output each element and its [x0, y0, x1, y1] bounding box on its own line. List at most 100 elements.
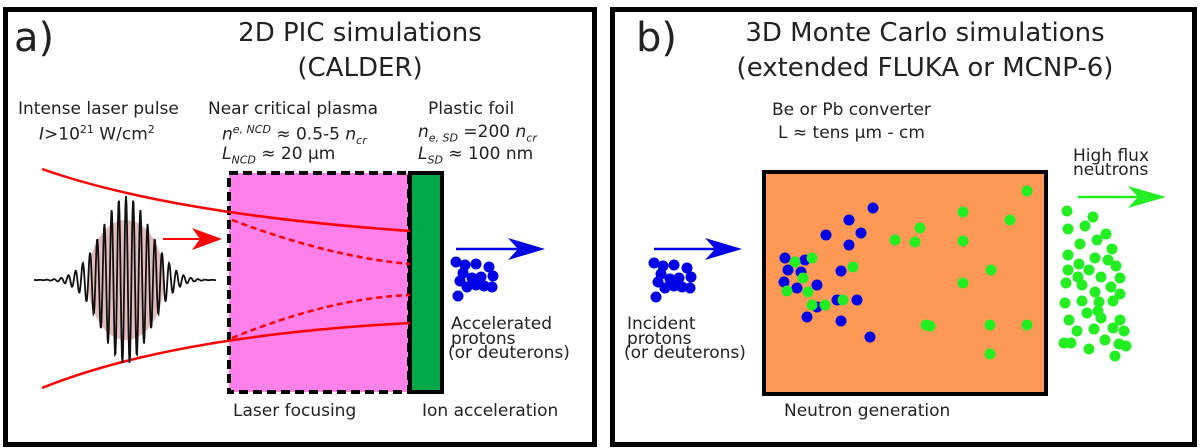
plasma-length-sub: NCD [231, 153, 256, 167]
intensity-unit-exp: 2 [147, 123, 155, 136]
accelerated-proton [450, 256, 462, 268]
converter-proton [801, 311, 813, 323]
laser-direction-arrow [163, 228, 222, 250]
foil-density-unit: n [515, 122, 527, 142]
panel-b-letter: b) [636, 15, 677, 61]
accelerated-protons-label-1: Accelerated [451, 314, 552, 334]
high-flux-neutron [1076, 279, 1088, 291]
foil-density-symbol: n [418, 122, 429, 142]
laser-beam-upper-edge [41, 167, 411, 233]
converter-proton [791, 282, 803, 294]
plasma-length: LNCD ≈ 20 µm [222, 144, 336, 167]
high-flux-neutron [1102, 254, 1114, 266]
high-flux-neutron [1095, 271, 1107, 283]
plastic-foil [408, 171, 444, 394]
converter-neutron [1021, 319, 1033, 331]
converter-neutron [806, 299, 818, 311]
neutrons-in-converter [781, 185, 1033, 360]
converter-neutron [781, 285, 793, 297]
panel-a-title-line1: 2D PIC simulations [238, 18, 482, 48]
high-flux-neutron [1107, 322, 1119, 334]
accelerated-protons-cluster [450, 256, 499, 302]
accelerated-proton [478, 280, 490, 292]
converter-proton [820, 229, 832, 241]
laser-focus-lower-dashed [231, 293, 411, 340]
high-flux-neutron [1089, 286, 1101, 298]
high-flux-neutrons-cluster [1058, 205, 1132, 362]
high-flux-neutron [1110, 260, 1122, 272]
high-flux-neutron [1062, 264, 1074, 276]
converter-proton [811, 279, 823, 291]
high-flux-neutron [1062, 223, 1074, 235]
high-flux-neutrons-label-2: neutrons [1073, 160, 1149, 180]
high-flux-neutron [1118, 325, 1130, 337]
incident-proton [659, 282, 671, 294]
converter-neutron [985, 264, 997, 276]
high-flux-neutron [1060, 277, 1072, 289]
incident-proton [681, 262, 693, 274]
stage-laser-focusing: Laser focusing [233, 401, 357, 421]
converter-proton [843, 214, 855, 226]
laser-pulse-waveform [34, 195, 216, 363]
intensity-symbol: I [39, 124, 45, 145]
proton-direction-arrow [456, 238, 545, 260]
intensity-unit: W/cm [93, 124, 148, 145]
high-flux-neutron [1073, 258, 1085, 270]
incident-protons-label-2: protons [627, 329, 692, 349]
high-flux-neutrons-label-1: High flux [1073, 146, 1150, 166]
plasma-density-symbol: n [222, 124, 233, 145]
laser-beam-lower-edge [41, 321, 411, 390]
stage-ion-acceleration: Ion acceleration [422, 401, 559, 421]
plasma-length-value: ≈ 20 µm [255, 144, 336, 164]
incident-protons-label-1: Incident [627, 314, 696, 334]
foil-length-sub: SD [427, 153, 443, 167]
converter-proton [864, 331, 876, 343]
converter-target [762, 170, 1048, 396]
foil-label: Plastic foil [428, 99, 515, 119]
converter-neutron [1021, 185, 1033, 197]
converter-proton [779, 252, 791, 264]
incident-proton [685, 271, 697, 283]
converter-neutron [889, 234, 901, 246]
accelerated-proton [470, 279, 482, 291]
converter-proton [835, 315, 847, 327]
high-flux-neutron [1114, 272, 1126, 284]
foil-length-value: ≈ 100 nm [442, 144, 534, 164]
high-flux-neutron [1088, 323, 1100, 335]
high-flux-neutron [1120, 340, 1132, 352]
converter-proton [867, 202, 879, 214]
incident-protons-label-3: (or deuterons) [624, 343, 746, 363]
incident-proton [668, 280, 680, 292]
foil-density: ne, SD =200 ncr [418, 122, 537, 145]
pulse-oscillation [34, 195, 216, 363]
accelerated-proton [470, 258, 482, 270]
plasma-density-unit: n [345, 124, 357, 145]
accelerated-proton [487, 270, 499, 282]
foil-density-unit-sub: cr [526, 131, 537, 145]
plasma-density-value: ≈ 0.5-5 [270, 124, 346, 145]
converter-neutron [819, 299, 831, 311]
panel-b-title-line1: 3D Monte Carlo simulations [745, 18, 1105, 48]
converter-label: Be or Pb converter [772, 100, 931, 120]
converter-proton [835, 265, 847, 277]
high-flux-neutron [1079, 220, 1091, 232]
high-flux-neutron [1076, 295, 1088, 307]
laser-pulse-label: Intense laser pulse [18, 99, 179, 119]
accelerated-proton [461, 281, 473, 293]
plasma-density: ne, NCD ≈ 0.5-5 ncr [222, 124, 367, 146]
high-flux-neutron [1058, 337, 1070, 349]
intensity-rel: >10 [44, 124, 80, 145]
foil-length-symbol: L [418, 144, 428, 164]
high-flux-neutron [1091, 234, 1103, 246]
incident-proton [676, 281, 688, 293]
converter-neutron [797, 272, 809, 284]
converter-proton [855, 227, 867, 239]
high-flux-neutron [1106, 243, 1118, 255]
high-flux-neutron [1071, 325, 1083, 337]
plasma-density-sub: e, NCD [232, 123, 271, 136]
incident-proton [684, 282, 696, 294]
converter-neutron [1004, 214, 1016, 226]
accelerated-proton [483, 261, 495, 273]
high-flux-neutron [1074, 238, 1086, 250]
